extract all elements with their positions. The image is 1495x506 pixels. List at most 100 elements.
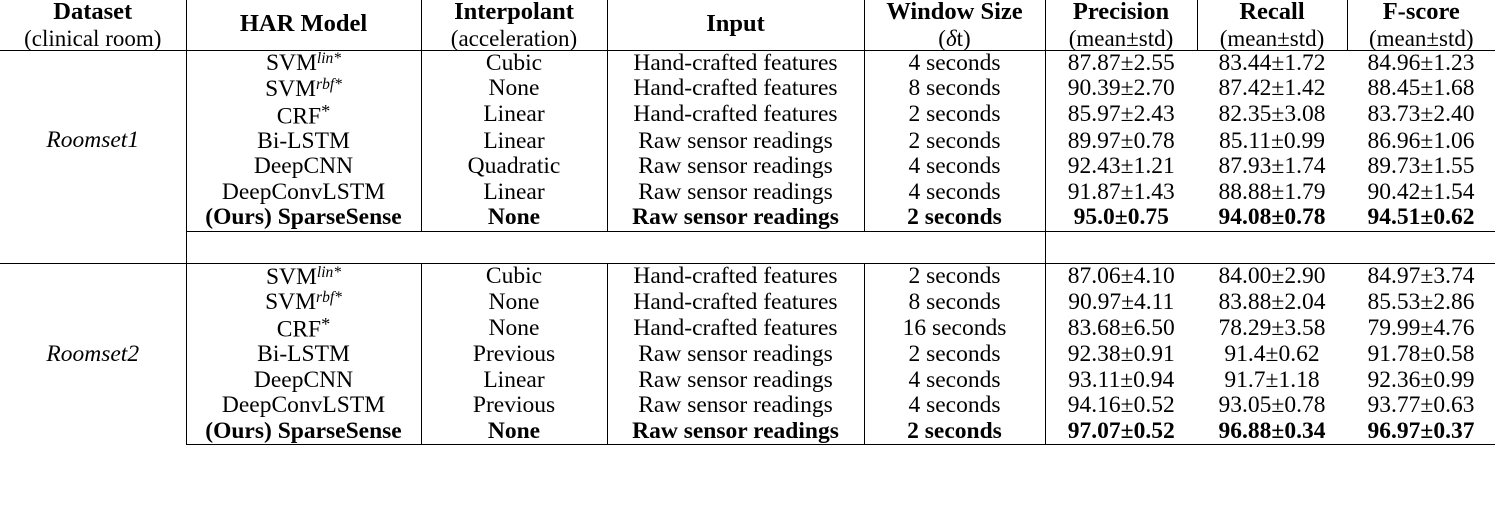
input-cell: Raw sensor readings [606, 128, 864, 155]
column-header-input-title: Input [706, 9, 765, 37]
interpolant-cell: None [420, 418, 607, 446]
recall-value: 84.00±2.90 [1197, 262, 1347, 290]
column-header-recall-subtitle: (mean±std) [1219, 25, 1325, 51]
har-model-cell: SVMlin* [185, 262, 421, 290]
recall-value: 91.7±1.18 [1224, 366, 1320, 393]
precision-value: 92.43±1.21 [1044, 154, 1197, 180]
precision-value: 91.87±1.43 [1044, 179, 1197, 206]
column-header-model: HAR Model [185, 0, 421, 51]
har-model-cell: SVMrbf* [185, 75, 421, 102]
window-size-cell: 2 seconds [863, 342, 1045, 368]
recall-value: 93.05±0.78 [1218, 392, 1326, 419]
dataset-label: Roomset1 [46, 127, 140, 154]
interpolant-cell: Previous [420, 393, 607, 419]
recall-value: 94.08±0.78 [1197, 205, 1347, 232]
recall-value: 83.44±1.72 [1218, 49, 1326, 76]
har-model-name: CRF [276, 103, 322, 130]
recall-value: 82.35±3.08 [1218, 101, 1326, 128]
har-model-cell: DeepCNN [185, 366, 421, 394]
har-model-cell: Bi-LSTM [185, 127, 421, 155]
column-header-interp-title: Interpolant [454, 0, 574, 25]
window-size-cell: 4 seconds [863, 367, 1045, 394]
interpolant-cell: Linear [420, 179, 607, 206]
window-size-cell: 4 seconds [863, 179, 1045, 206]
dataset-label: Roomset2 [0, 262, 186, 445]
fscore-value: 89.73±1.55 [1367, 153, 1475, 180]
fscore-value: 94.51±0.62 [1347, 205, 1495, 232]
har-model-name: DeepConvLSTM [221, 392, 386, 419]
precision-value: 85.97±2.43 [1044, 101, 1197, 129]
column-header-window-title: Window Size [886, 0, 1023, 25]
har-model-cell: SVMlin* [185, 50, 421, 77]
har-model-cell: Bi-LSTM [185, 341, 421, 368]
recall-value: 91.4±0.62 [1224, 341, 1320, 368]
column-header-interp-subtitle: (acceleration) [450, 25, 578, 51]
window-size-cell: 2 seconds [863, 101, 1045, 129]
input-cell: Raw sensor readings [606, 418, 864, 446]
recall-value: 96.88±0.34 [1197, 418, 1347, 446]
fscore-value: 91.78±0.58 [1367, 341, 1475, 368]
har-model-name: DeepCNN [253, 153, 354, 180]
har-model-cell: DeepCNN [185, 153, 421, 180]
fscore-value: 92.36±0.99 [1367, 366, 1475, 393]
har-model-name: Bi-LSTM [257, 127, 350, 154]
interpolant-cell: None [420, 289, 607, 316]
interpolant-cell: Cubic [420, 50, 607, 77]
input-cell: Hand-crafted features [606, 315, 864, 343]
column-header-recall: Recall(mean±std) [1196, 0, 1347, 51]
har-model-name: DeepCNN [253, 366, 354, 393]
spacer-cell [607, 231, 864, 263]
fscore-value: 96.97±0.37 [1347, 418, 1495, 446]
input-cell: Raw sensor readings [606, 205, 864, 232]
window-size-cell: 4 seconds [863, 154, 1045, 180]
window-size-cell: 8 seconds [863, 76, 1045, 102]
har-model-cell: (Ours) SparseSense [185, 418, 421, 446]
input-cell: Raw sensor readings [606, 393, 864, 419]
interpolant-cell: Linear [420, 101, 607, 129]
har-model-name: CRF [276, 316, 322, 343]
column-header-dataset-title: Dataset [53, 0, 133, 25]
fscore-value: 84.97±3.74 [1347, 262, 1495, 290]
recall-value: 88.88±1.79 [1218, 178, 1326, 205]
spacer-cell [1197, 231, 1347, 263]
fscore-value: 90.42±1.54 [1367, 178, 1475, 205]
input-cell: Hand-crafted features [606, 101, 864, 129]
column-header-dataset: Dataset(clinical room) [0, 0, 186, 51]
precision-value: 95.0±0.75 [1044, 205, 1197, 232]
precision-value: 87.06±4.10 [1044, 262, 1197, 290]
column-header-window-subtitle: (δt) [938, 25, 971, 51]
input-cell: Hand-crafted features [606, 262, 864, 290]
input-cell: Raw sensor readings [606, 179, 864, 206]
har-model-name: Bi-LSTM [257, 341, 350, 368]
window-size-cell: 4 seconds [863, 393, 1045, 419]
section-spacer-row [0, 231, 1495, 264]
fscore-value: 83.73±2.40 [1367, 101, 1475, 128]
har-model-name: (Ours) SparseSense [205, 204, 402, 231]
fscore-value: 93.77±0.63 [1367, 392, 1475, 419]
interpolant-cell: None [420, 205, 607, 232]
har-model-name: SVM [265, 75, 317, 102]
precision-value: 83.68±6.50 [1044, 315, 1197, 343]
column-header-precision-subtitle: (mean±std) [1068, 25, 1174, 51]
spacer-cell [1347, 231, 1495, 263]
har-model-cell: DeepConvLSTM [185, 392, 421, 419]
har-model-superscript: rbf* [316, 75, 342, 93]
har-model-cell: SVMrbf* [185, 289, 421, 316]
har-model-cell: (Ours) SparseSense [185, 204, 421, 232]
har-model-name: SVM [265, 50, 317, 77]
window-size-cell: 2 seconds [863, 418, 1045, 446]
column-header-window: Window Size(δt) [863, 0, 1045, 51]
interpolant-cell: Quadratic [420, 154, 607, 180]
precision-value: 89.97±0.78 [1044, 128, 1197, 155]
column-header-dataset-subtitle: (clinical room) [24, 25, 162, 51]
fscore-value: 86.96±1.06 [1367, 127, 1475, 154]
